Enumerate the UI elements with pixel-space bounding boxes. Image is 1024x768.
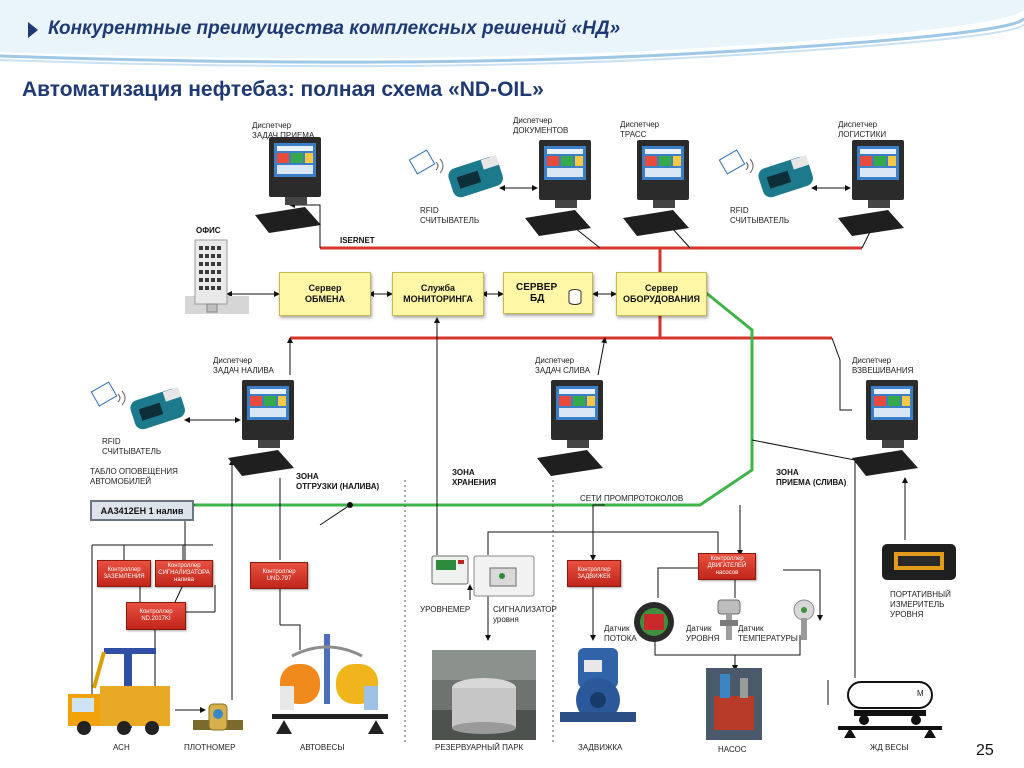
level-sensor-icon: [717, 599, 741, 640]
asn-label: АСН: [113, 743, 130, 752]
rezervuarny-park-label: РЕЗЕРВУАРНЫЙ ПАРК: [435, 743, 524, 752]
computer-icon-log: [838, 140, 904, 236]
tablo-display: АА3412ЕН 1 налив: [90, 500, 194, 521]
avtovesy-label: АВТОВЕСЫ: [300, 743, 345, 752]
tank-farm-photo: [432, 650, 536, 740]
portable-level-meter-icon: [882, 544, 956, 580]
pump-photo: [706, 668, 762, 740]
temperature-sensor-icon: [793, 599, 815, 640]
page-title: Автоматизация нефтебаз: полная схема «ND…: [22, 78, 544, 101]
database-icon: [568, 289, 582, 305]
nasos-label: НАСОС: [718, 745, 747, 754]
computer-icon-sliv: [537, 380, 603, 476]
urovnemer-label: УРОВНЕМЕР: [420, 605, 471, 614]
office-label: ОФИС: [196, 226, 221, 235]
promprotocol-label: СЕТИ ПРОМПРОТОКОЛОВ: [580, 494, 684, 503]
level-meter-icon: [431, 555, 535, 597]
truck-scale-image: [272, 634, 388, 734]
header-swoosh: [0, 0, 1024, 68]
zhd-vesy-label: ЖД ВЕСЫ: [870, 743, 909, 752]
office-building-icon: [185, 239, 249, 314]
densimeter-icon: [193, 703, 243, 731]
computer-icon-naliv: [228, 380, 294, 476]
plotnomer-label: ПЛОТНОМЕР: [184, 743, 236, 752]
rfid-reader-icon-1: [408, 149, 503, 198]
asn-loading-rack-image: [68, 648, 170, 735]
header-title: Конкурентные преимущества комплексных ре…: [48, 18, 621, 39]
railway-scale-image: [838, 681, 942, 738]
computer-icon-vzv: [852, 380, 918, 476]
computer-icon-trass: [623, 140, 689, 236]
page-number: 25: [976, 742, 994, 759]
computer-icon-docs: [525, 140, 591, 236]
valve-image: [560, 648, 636, 722]
computer-icon-priem: [255, 137, 321, 233]
wagon-m-label: М: [917, 689, 924, 698]
zadvizhka-label: ЗАДВИЖКА: [578, 743, 623, 752]
isernet-label: ISERNET: [340, 236, 375, 245]
rfid-reader-icon-3: [90, 381, 185, 430]
rfid-reader-icon-2: [718, 149, 813, 198]
flow-sensor-icon: [634, 602, 674, 642]
promprotocol-bus: [190, 290, 754, 507]
header-bullet-icon: [28, 22, 38, 38]
